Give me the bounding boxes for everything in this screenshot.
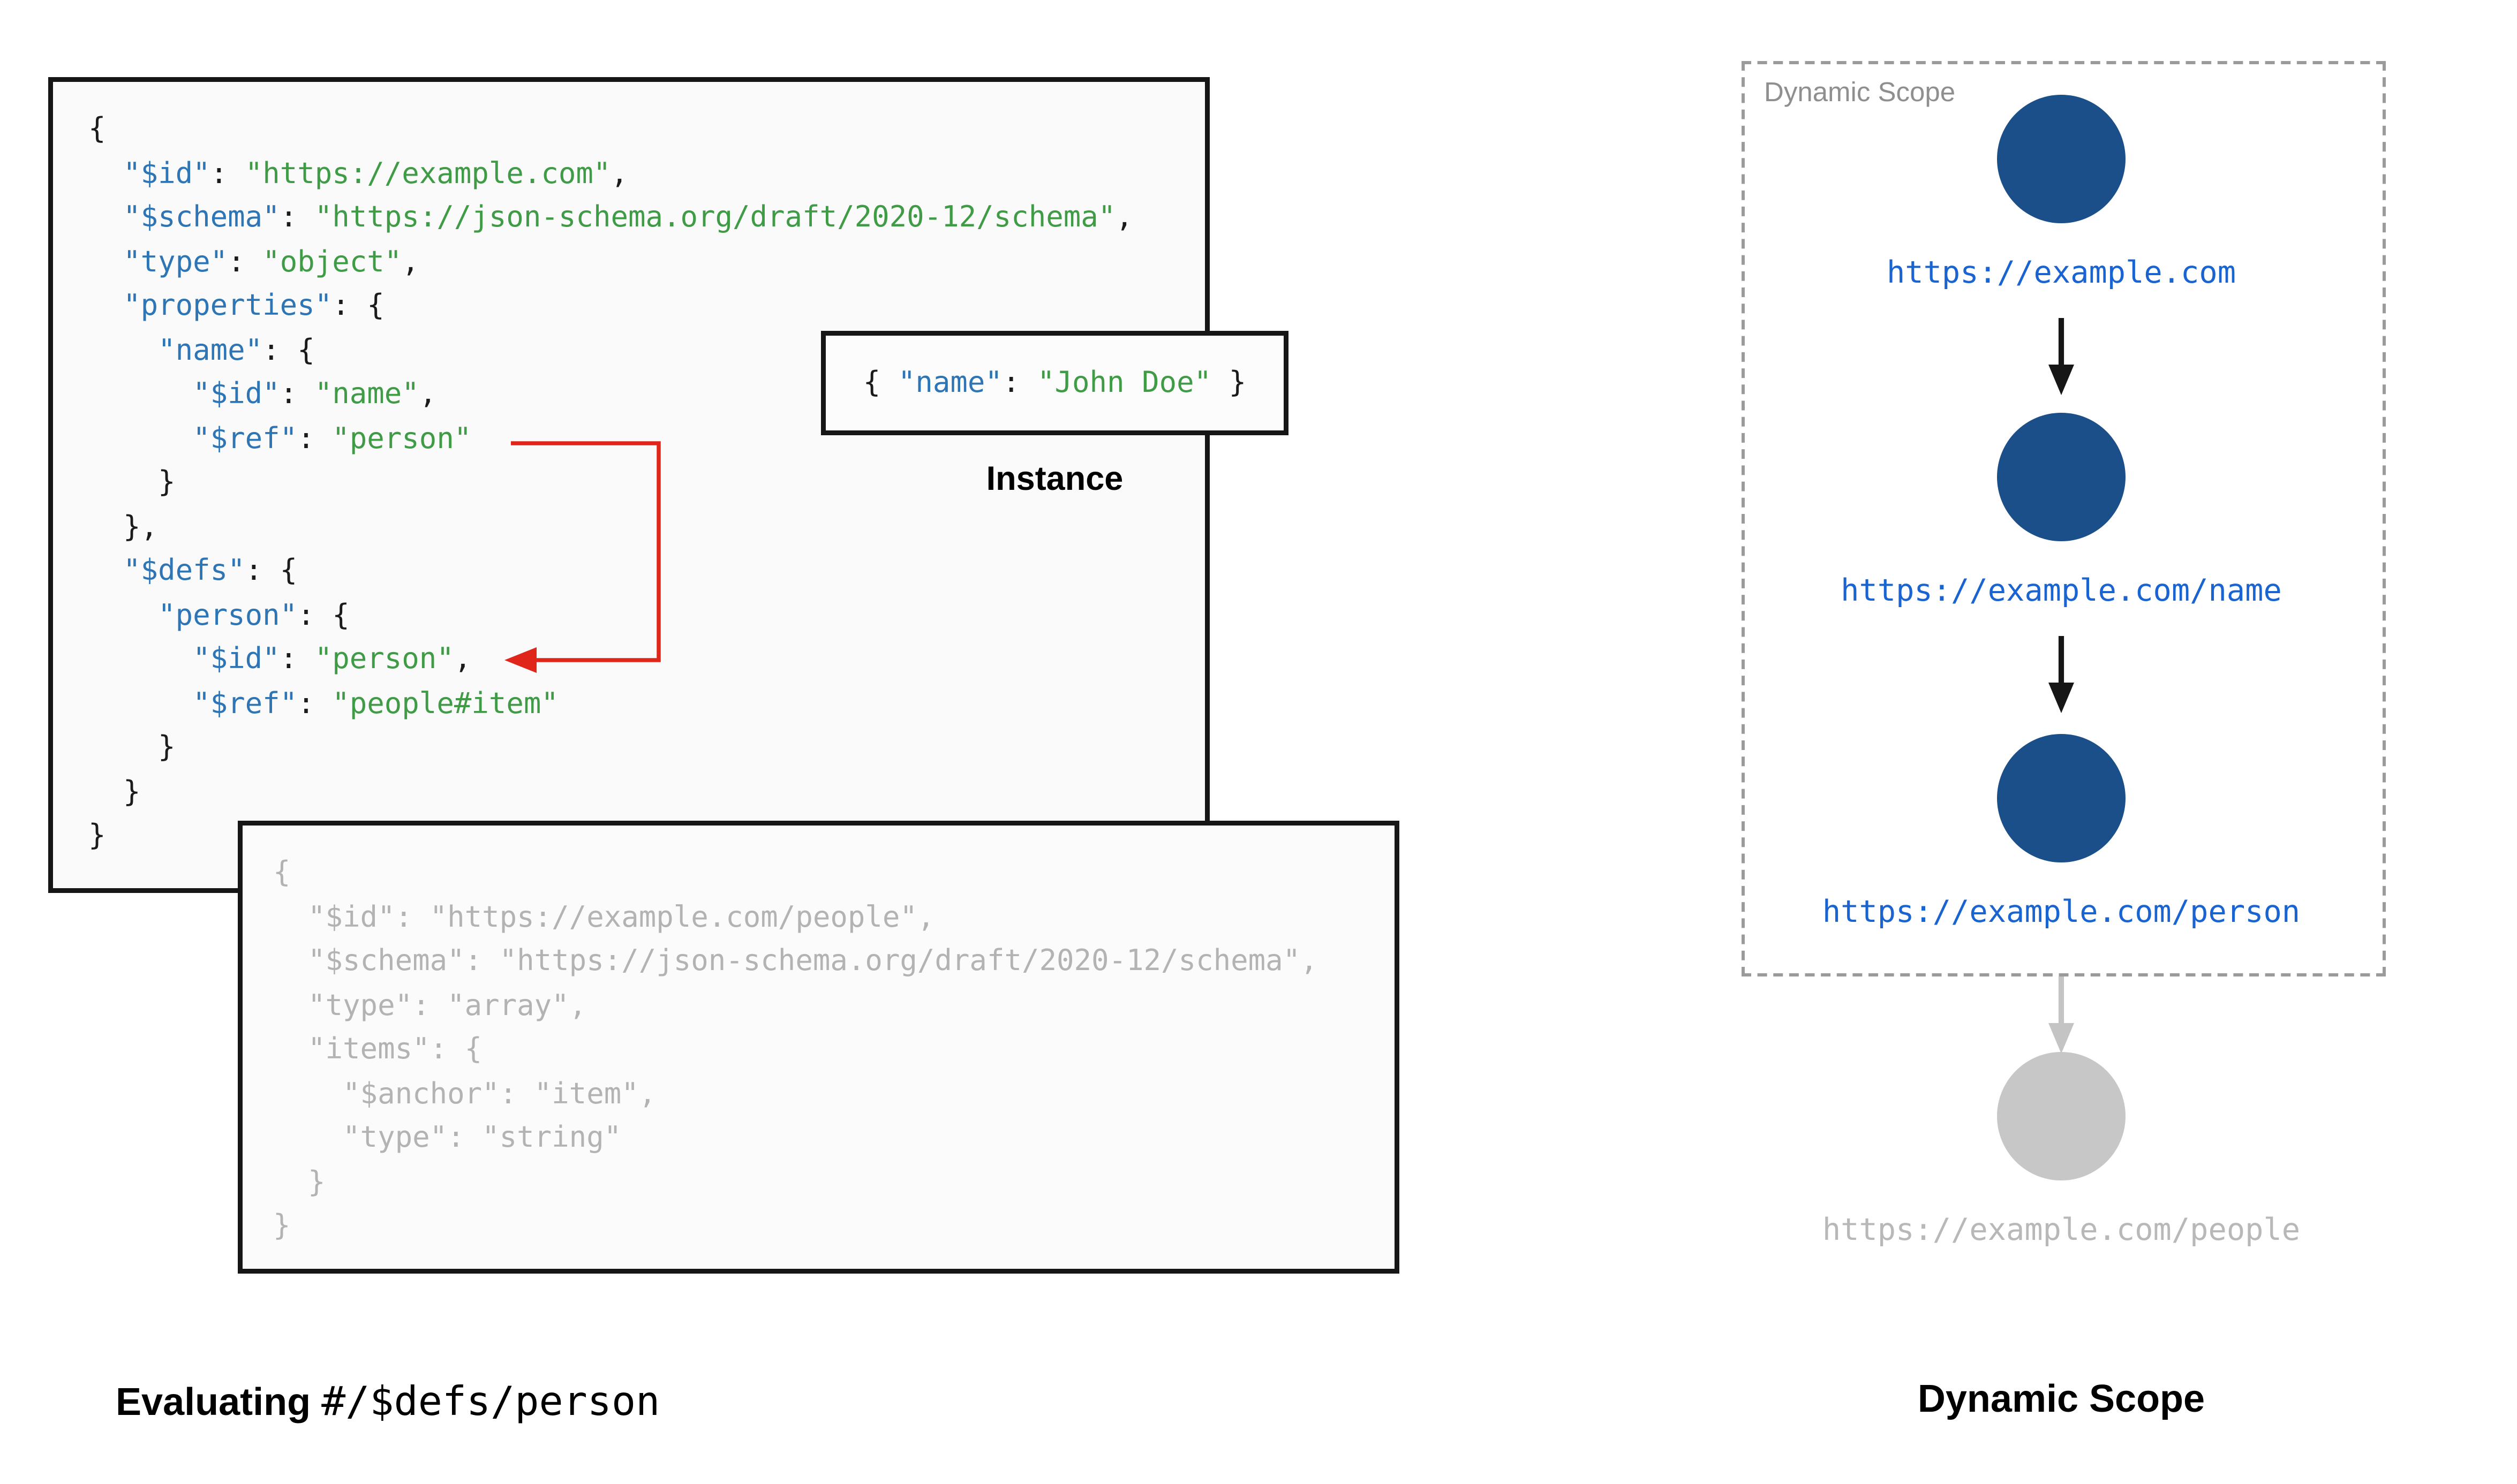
scope-node-circle-example <box>1997 95 2126 223</box>
code-line: "$id": "https://example.com/people", <box>273 900 935 934</box>
arrow-down-icon <box>2048 636 2074 713</box>
code-line: "properties": { <box>123 289 385 323</box>
main-schema-code: { "$id": "https://example.com", "$schema… <box>88 108 1133 859</box>
code-line: "$id": "person", <box>193 642 472 676</box>
code-line: "type": "string" <box>273 1121 622 1155</box>
scope-node-label-person: https://example.com/person <box>1822 895 2301 930</box>
arrow-down-muted-icon <box>2048 976 2074 1054</box>
ref-resolution-arrow-icon <box>504 441 661 673</box>
main-schema-box <box>48 77 1210 893</box>
scope-node-label-name: https://example.com/name <box>1841 573 2282 609</box>
code-line: "$ref": "person" <box>193 421 472 456</box>
code-line: "$id": "https://example.com", <box>123 156 628 191</box>
code-line: } <box>88 775 141 809</box>
arrow-down-icon <box>2048 318 2074 395</box>
evaluating-caption-prefix: Evaluating <box>116 1381 322 1425</box>
code-line: { "name": "John Doe" } <box>863 366 1247 400</box>
code-line: } <box>273 1209 291 1243</box>
code-line: "type": "object", <box>123 245 419 279</box>
scope-node-label-people: https://example.com/people <box>1822 1213 2301 1248</box>
code-line: } <box>88 466 176 499</box>
code-line: { <box>88 112 106 146</box>
people-schema-code: { "$id": "https://example.com/people", "… <box>273 851 1318 1249</box>
code-line: "$defs": { <box>123 554 298 588</box>
code-line: } <box>88 731 176 764</box>
code-line: "$id": "name", <box>193 377 437 411</box>
instance-label: Instance <box>986 461 1124 498</box>
scope-node-circle-name <box>1997 413 2126 541</box>
code-line: "$schema": "https://json-schema.org/draf… <box>123 201 1133 234</box>
code-line: }, <box>88 510 159 544</box>
code-line: "items": { <box>273 1033 483 1066</box>
code-line: "$schema": "https://json-schema.org/draf… <box>273 944 1318 978</box>
code-line: "$anchor": "item", <box>273 1077 657 1111</box>
evaluating-caption-pointer: #/$defs/person <box>321 1378 660 1425</box>
code-line: "name": { <box>158 333 315 367</box>
code-line: "type": "array", <box>273 988 587 1023</box>
code-line: } <box>88 819 106 853</box>
scope-node-label-example: https://example.com <box>1886 255 2236 291</box>
dynamic-scope-caption: Dynamic Scope <box>1917 1378 2205 1421</box>
dynamic-scope-box: Dynamic Scope <box>1742 61 2386 976</box>
people-schema-box <box>238 821 1399 1274</box>
scope-node-circle-people <box>1997 1052 2126 1180</box>
dynamic-scope-box-label: Dynamic Scope <box>1764 77 1956 108</box>
code-line: "$ref": "people#item" <box>193 686 559 721</box>
code-line: "person": { <box>158 598 350 632</box>
instance-box: { "name": "John Doe" } <box>821 331 1288 435</box>
scope-node-circle-person <box>1997 734 2126 862</box>
evaluating-caption: Evaluating #/$defs/person <box>116 1378 660 1426</box>
code-line: } <box>273 1165 326 1199</box>
code-line: { <box>273 856 291 890</box>
